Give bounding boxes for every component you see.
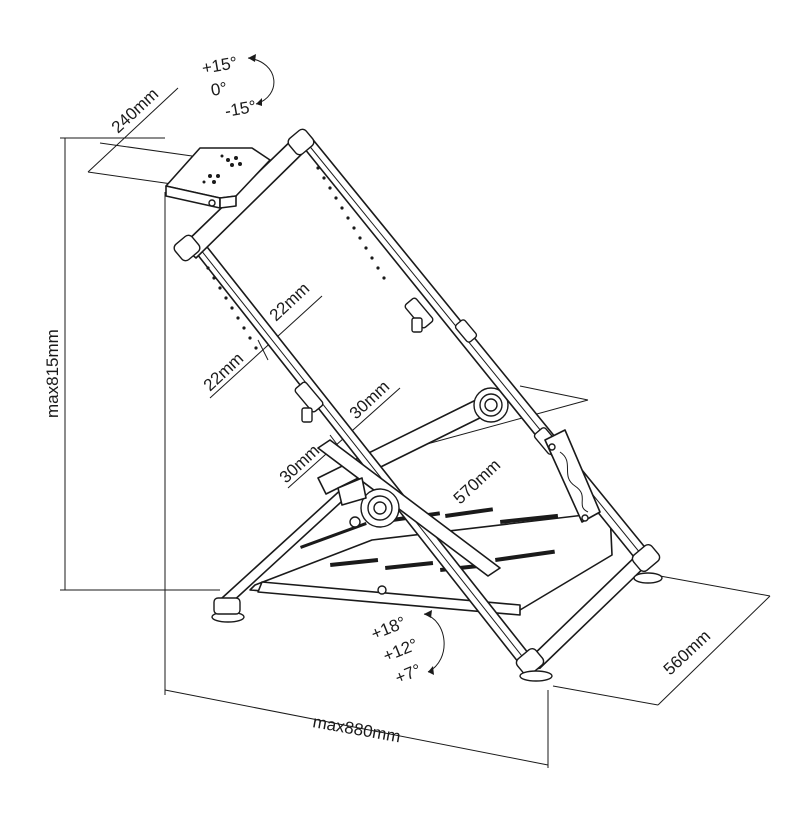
- bottom-crossbar: [515, 543, 663, 682]
- pedal-tilt-arrow: [423, 610, 445, 675]
- wheel-tilt-minus-label: -15°: [223, 97, 257, 121]
- rear-base-tube: [211, 485, 353, 623]
- wheel-tilt-zero-label: 0°: [209, 78, 228, 100]
- base-width-label: 570mm: [450, 455, 504, 508]
- pedal-tilt-bottom-label: +7°: [392, 660, 423, 687]
- wheel-tilt-plus-label: +15°: [200, 53, 238, 78]
- rear-x-tube: [317, 439, 501, 577]
- adjustment-holes: [206, 166, 386, 350]
- footprint-depth-label: 560mm: [660, 626, 714, 679]
- tube-width-label: 22mm: [200, 349, 248, 395]
- max-length-label: max880mm: [311, 712, 402, 746]
- main-pivot: [337, 477, 400, 528]
- tube-depth-label: 22mm: [266, 279, 314, 325]
- wheel-tilt-arrow: [247, 54, 275, 106]
- pedal-hinge-plate: [544, 429, 601, 523]
- lower-tube-width-label: 30mm: [276, 441, 324, 487]
- wheel-mount-plate: [165, 147, 271, 209]
- max-height-label: max815mm: [43, 329, 62, 418]
- top-crossbar: [173, 128, 315, 262]
